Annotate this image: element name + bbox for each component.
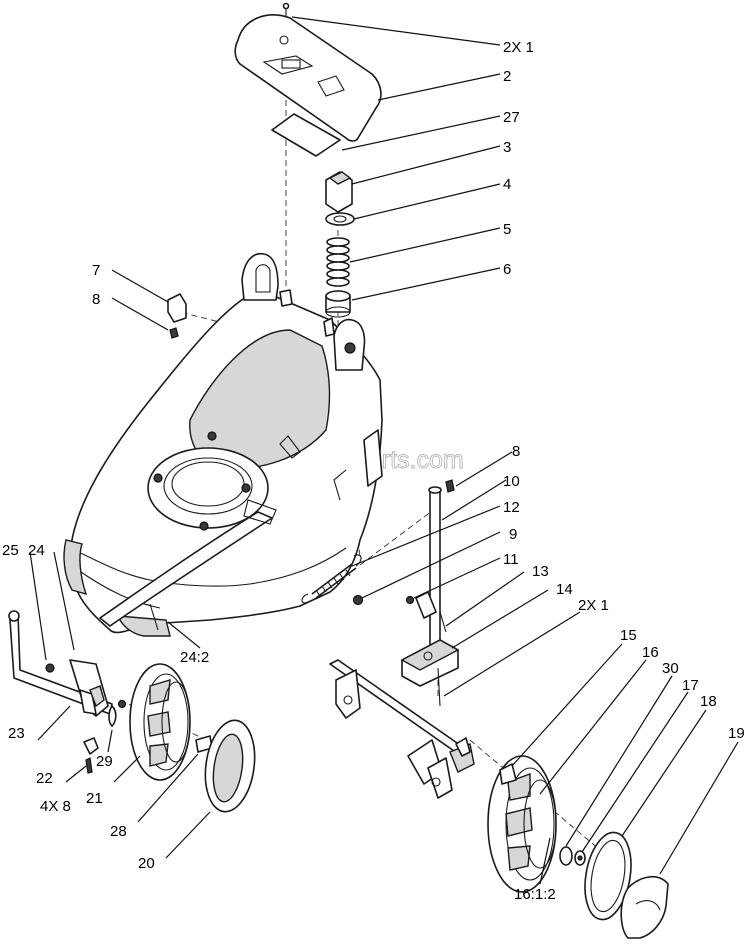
callout-4x8: 4X 8	[40, 798, 71, 815]
callout-6: 6	[503, 261, 511, 278]
callout-8-right: 8	[512, 443, 520, 460]
callout-22: 22	[36, 770, 53, 787]
callout-8-left: 8	[92, 291, 100, 308]
mounting-plate	[271, 113, 341, 157]
callout-17: 17	[682, 677, 699, 694]
clip-22	[83, 737, 99, 755]
callout-18: 18	[700, 693, 717, 710]
callout-9: 9	[509, 526, 517, 543]
cover-19	[620, 876, 669, 939]
callout-29: 29	[96, 753, 113, 770]
callout-16: 16	[642, 644, 659, 661]
washer-29	[108, 705, 117, 727]
callout-2: 2	[503, 68, 511, 85]
callout-5: 5	[503, 221, 511, 238]
switch-actuator	[325, 171, 353, 213]
bolt-15	[499, 763, 517, 785]
hub-cap-18	[584, 831, 632, 921]
callout-10: 10	[503, 473, 520, 490]
callout-11: 11	[503, 551, 519, 568]
pivot-rod-10	[429, 487, 441, 665]
front-wheel-group	[129, 663, 256, 813]
callout-28: 28	[110, 823, 127, 840]
height-adjust-rod	[99, 469, 347, 627]
callout-labels: 2X 1 2 27 3 4 5 6 7 8 8 10 12 9 11 13 14…	[2, 39, 745, 903]
callout-4: 4	[503, 176, 511, 193]
washer-4	[325, 212, 355, 226]
extension-spring-12	[301, 554, 362, 604]
screw-14	[437, 667, 441, 707]
callout-20: 20	[138, 855, 155, 872]
callout-24: 24	[28, 542, 45, 559]
bracket-7-group	[167, 293, 187, 339]
callout-16-1-2: 16:1:2	[514, 886, 556, 903]
rear-wheel-group	[487, 755, 632, 921]
callout-24-2: 24:2	[180, 649, 209, 666]
bracket-piece	[89, 685, 105, 708]
rear-axle-group	[329, 659, 475, 799]
switch-spring-group	[325, 171, 355, 318]
nut-9	[352, 594, 364, 606]
nut-25	[45, 663, 55, 673]
mower-deck	[63, 253, 383, 637]
callout-14: 14	[556, 581, 573, 598]
handle-cover-group	[234, 2, 382, 157]
handle-cover	[234, 14, 382, 142]
bracket-7	[167, 293, 187, 323]
screw-22	[85, 757, 93, 774]
callout-25: 25	[2, 542, 19, 559]
callout-30: 30	[662, 660, 679, 677]
spring-5	[326, 237, 350, 287]
callout-2x1-mid: 2X 1	[578, 597, 609, 614]
callout-23: 23	[8, 725, 25, 742]
leader-lines	[29, 16, 739, 885]
callout-19: 19	[728, 725, 745, 742]
callout-13: 13	[532, 563, 549, 580]
screw-8-left	[169, 327, 179, 339]
callout-27: 27	[503, 109, 520, 126]
screw-8-right	[445, 479, 455, 493]
callout-2x1-top: 2X 1	[503, 39, 534, 56]
callout-15: 15	[620, 627, 637, 644]
callout-3: 3	[503, 139, 511, 156]
front-axle-group	[8, 610, 127, 774]
callout-12: 12	[503, 499, 520, 516]
callout-7: 7	[92, 262, 100, 279]
callout-21: 21	[86, 790, 103, 807]
washer-30	[559, 846, 573, 866]
